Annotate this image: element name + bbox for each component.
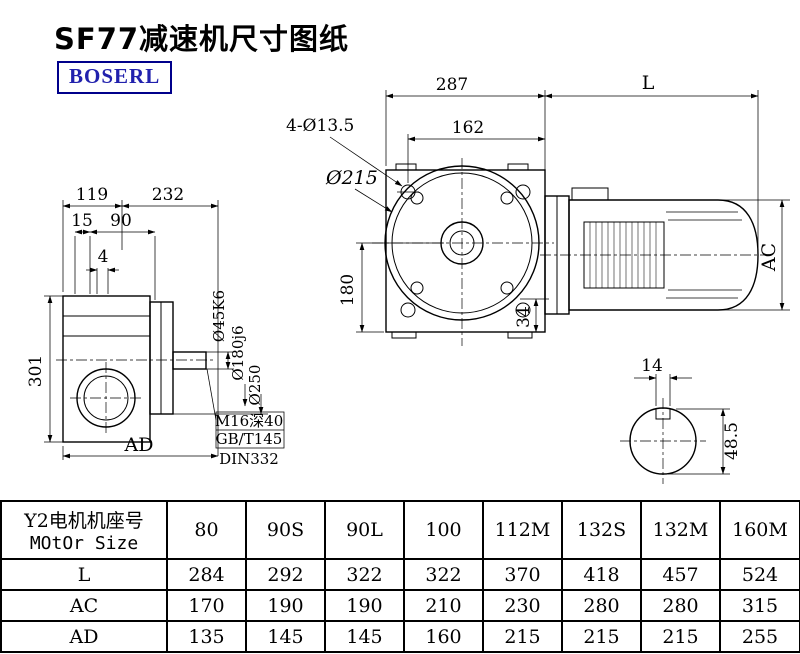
dim-key-width: 14	[641, 356, 663, 376]
note-gb-standard: GB/T145	[216, 430, 283, 448]
dim-162: 162	[452, 118, 484, 138]
dim-row-L: L 284 292 322 322 370 418 457 524	[0, 558, 800, 591]
dim-287: 287	[436, 75, 468, 95]
terminal-box	[571, 187, 609, 201]
dim-AC: AC	[758, 243, 780, 272]
value-cell: 170	[166, 589, 247, 622]
dim-row-AD: AD 135 145 145 160 215 215 215 255	[0, 620, 800, 653]
dim-flange-od: Ø250	[246, 365, 264, 406]
motor-size-header-cell: Y2电机机座号 MOtOr Size	[0, 500, 168, 560]
value-cell: 215	[640, 620, 721, 653]
value-cell: 215	[482, 620, 563, 653]
side-view-dimensions: 119 232 15 90 4 301 AD Ø45K6	[26, 185, 268, 460]
dim-L: L	[642, 75, 655, 94]
note-din-standard: DIN332	[219, 450, 279, 468]
motor	[540, 187, 770, 315]
frame-size-cell: 90S	[245, 500, 326, 560]
front-view: 287 L 162 4-Ø13.5 Ø215 180 34 AC	[286, 75, 790, 346]
value-cell: 230	[482, 589, 563, 622]
dim-row-AC: AC 170 190 190 210 230 280 280 315	[0, 589, 800, 622]
value-cell: 135	[166, 620, 247, 653]
value-cell: 280	[640, 589, 721, 622]
dim-232: 232	[152, 185, 184, 205]
value-cell: 315	[719, 589, 800, 622]
page-title: SF77减速机尺寸图纸	[54, 22, 350, 56]
motor-body	[568, 199, 759, 311]
motor-size-table: Y2电机机座号 MOtOr Size 80 90S 90L 100 112M 1…	[0, 500, 800, 653]
header-label-en: MOtOr Size	[29, 533, 139, 554]
value-cell: 210	[403, 589, 484, 622]
brand-logo: BOSERL	[57, 61, 173, 94]
dim-15: 15	[71, 211, 93, 231]
front-view-dimensions: 287 L 162 4-Ø13.5 Ø215 180 34 AC	[286, 75, 790, 333]
value-cell: 190	[245, 589, 326, 622]
dim-spigot-diameter: Ø180j6	[229, 325, 247, 380]
shaft-end-view: 14 48.5	[620, 356, 742, 484]
row-label: AC	[0, 589, 168, 622]
value-cell: 255	[719, 620, 800, 653]
dim-AD: AD	[124, 434, 154, 456]
dim-4: 4	[98, 247, 109, 267]
frame-size-cell: 100	[403, 500, 484, 560]
value-cell: 190	[324, 589, 405, 622]
value-cell: 280	[561, 589, 642, 622]
frame-size-cell: 160M	[719, 500, 800, 560]
technical-drawing: 287 L 162 4-Ø13.5 Ø215 180 34 AC	[26, 75, 790, 484]
value-cell: 322	[403, 558, 484, 591]
value-cell: 145	[324, 620, 405, 653]
header-label-cn: Y2电机机座号	[24, 510, 144, 532]
frame-size-cell: 90L	[324, 500, 405, 560]
row-label: L	[0, 558, 168, 591]
dim-bolt-holes: 4-Ø13.5	[286, 116, 354, 136]
input-shaft	[172, 351, 207, 370]
note-tapped-hole: M16深40	[215, 412, 284, 430]
dim-flange-diameter: Ø215	[325, 167, 378, 189]
frame-size-cell: 132M	[640, 500, 721, 560]
keyway	[655, 409, 671, 420]
value-cell: 160	[403, 620, 484, 653]
frame-size-cell: 112M	[482, 500, 563, 560]
value-cell: 524	[719, 558, 800, 591]
row-label: AD	[0, 620, 168, 653]
bolt-hole	[515, 302, 531, 318]
value-cell: 322	[324, 558, 405, 591]
dim-301: 301	[26, 355, 46, 387]
value-cell: 457	[640, 558, 721, 591]
value-cell: 215	[561, 620, 642, 653]
frame-size-cell: 80	[166, 500, 247, 560]
frame-size-cell: 132S	[561, 500, 642, 560]
side-view: 119 232 15 90 4 301 AD Ø45K6	[26, 185, 285, 468]
value-cell: 145	[245, 620, 326, 653]
dim-shaft-diameter: Ø45K6	[210, 290, 228, 342]
side-view-notes: M16深40 GB/T145 DIN332	[206, 368, 285, 468]
bolt-hole	[515, 184, 531, 200]
value-cell: 284	[166, 558, 247, 591]
side-view-body	[56, 295, 216, 443]
value-cell: 370	[482, 558, 563, 591]
dim-119: 119	[76, 185, 108, 205]
bolt-hole	[400, 302, 416, 318]
value-cell: 418	[561, 558, 642, 591]
dim-34: 34	[514, 306, 534, 328]
dim-180: 180	[338, 274, 358, 306]
table-header-row: Y2电机机座号 MOtOr Size 80 90S 90L 100 112M 1…	[0, 500, 800, 560]
dim-shaft-height: 48.5	[722, 422, 742, 460]
dim-90: 90	[110, 211, 132, 231]
value-cell: 292	[245, 558, 326, 591]
